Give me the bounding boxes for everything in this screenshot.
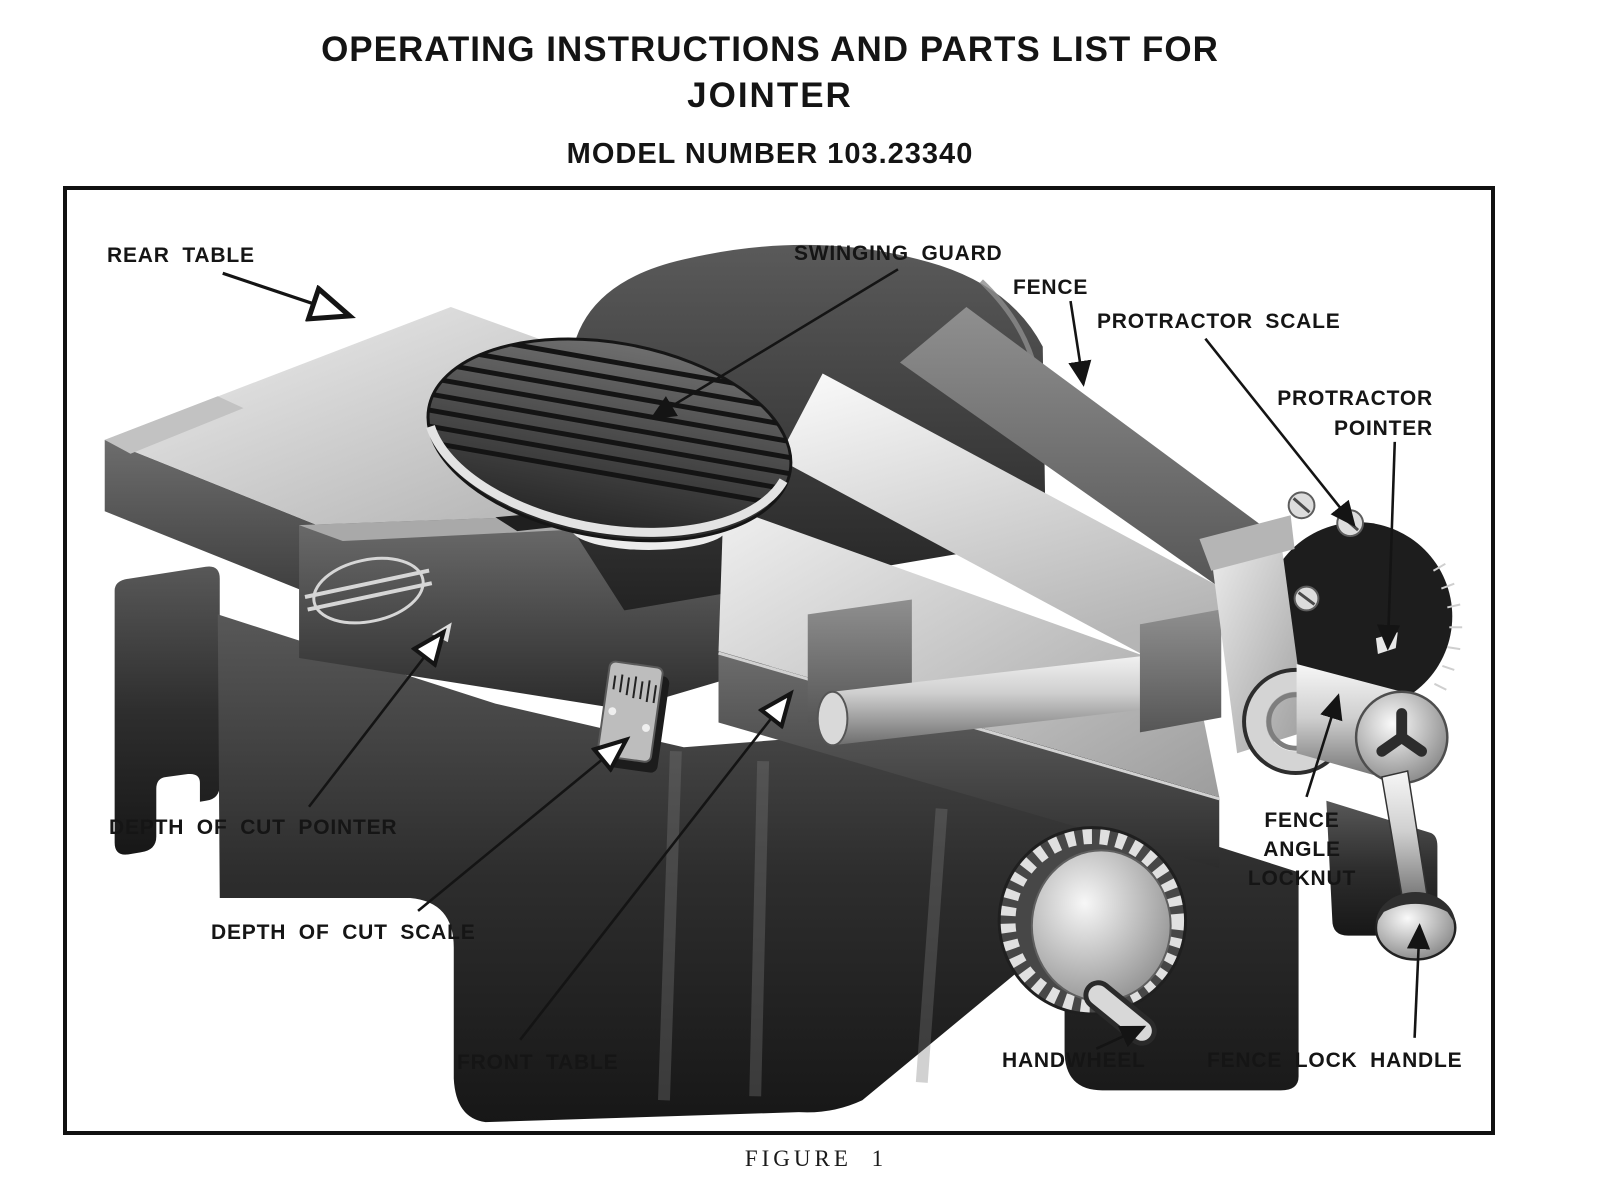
label-fence-angle-locknut-line3: LOCKNUT — [1247, 867, 1357, 890]
rod-clamp — [1139, 609, 1222, 733]
label-fence-lock-handle: FENCE LOCK HANDLE — [1207, 1049, 1463, 1072]
figure-frame: REAR TABLE SWINGING GUARD FENCE PROTRACT… — [63, 186, 1495, 1135]
leader-swinging-guard — [649, 268, 899, 420]
page-subtitle: JOINTER — [687, 76, 853, 115]
label-protractor-pointer: PROTRACTOR POINTER — [1247, 384, 1433, 444]
depth-scale-ticks — [612, 674, 657, 704]
leader-depth-pointer — [307, 634, 442, 808]
label-rear-table: REAR TABLE — [107, 244, 255, 267]
label-depth-of-cut-scale: DEPTH OF CUT SCALE — [211, 921, 476, 944]
base-sheen — [658, 751, 948, 1101]
fence-support-rod — [807, 599, 1222, 747]
leader-handwheel — [1095, 1025, 1147, 1050]
label-fence-angle-locknut: FENCE ANGLE LOCKNUT — [1221, 806, 1383, 893]
leader-fence-angle-locknut — [1305, 693, 1343, 798]
handwheel-knurl — [1000, 829, 1185, 1013]
base-main — [217, 614, 1299, 1123]
fence-bracket-flange — [1199, 515, 1295, 571]
leader-protractor-scale — [1204, 337, 1356, 528]
fence-hump-highlight — [979, 279, 1036, 362]
phillips-recess — [1376, 708, 1427, 757]
handwheel-handle — [1088, 985, 1152, 1041]
leader-arrows — [222, 268, 1431, 1050]
label-swinging-guard: SWINGING GUARD — [794, 242, 1003, 265]
protractor-scale-disc — [1263, 522, 1453, 711]
handwheel-dome — [1030, 849, 1172, 1003]
fence-top-bevel — [899, 307, 1264, 589]
leader-depth-scale — [417, 741, 624, 912]
handle-ball-cap — [1375, 892, 1456, 924]
label-handwheel: HANDWHEEL — [1002, 1049, 1146, 1072]
rod-end-cap — [816, 690, 849, 747]
label-fence-angle-locknut-line1: FENCE — [1264, 809, 1340, 832]
leader-front-table — [519, 696, 789, 1041]
brand-badge — [304, 556, 433, 625]
leader-protractor-pointer — [1377, 441, 1401, 651]
label-depth-of-cut-pointer: DEPTH OF CUT POINTER — [109, 816, 398, 839]
front-table-top — [718, 505, 1220, 797]
label-front-table: FRONT TABLE — [457, 1051, 619, 1074]
base-left-foot — [114, 566, 220, 855]
fence-tilt-mechanism — [1199, 491, 1463, 961]
label-protractor-pointer-line2: POINTER — [1334, 417, 1433, 440]
label-fence-angle-locknut-line2: ANGLE — [1263, 838, 1341, 861]
label-protractor-pointer-line1: PROTRACTOR — [1277, 387, 1433, 410]
fence — [569, 244, 1264, 680]
handwheel — [997, 826, 1188, 1046]
label-protractor-scale: PROTRACTOR SCALE — [1097, 310, 1341, 333]
leader-fence — [1068, 300, 1092, 387]
rear-table-step — [104, 396, 244, 454]
leader-fence-lock-handle — [1406, 923, 1431, 1038]
fence-face — [778, 373, 1235, 680]
label-fence: FENCE — [1013, 276, 1089, 299]
leader-rear-table — [222, 271, 347, 315]
rod-body — [832, 650, 1195, 746]
jointer-illustration — [104, 244, 1463, 1123]
page-title: OPERATING INSTRUCTIONS AND PARTS LIST FO… — [321, 30, 1219, 69]
model-number: MODEL NUMBER 103.23340 — [566, 138, 974, 170]
title-block: OPERATING INSTRUCTIONS AND PARTS LIST FO… — [0, 0, 1540, 171]
guard-rim — [426, 425, 788, 537]
figure-caption: FIGURE 1 — [744, 1146, 888, 1171]
